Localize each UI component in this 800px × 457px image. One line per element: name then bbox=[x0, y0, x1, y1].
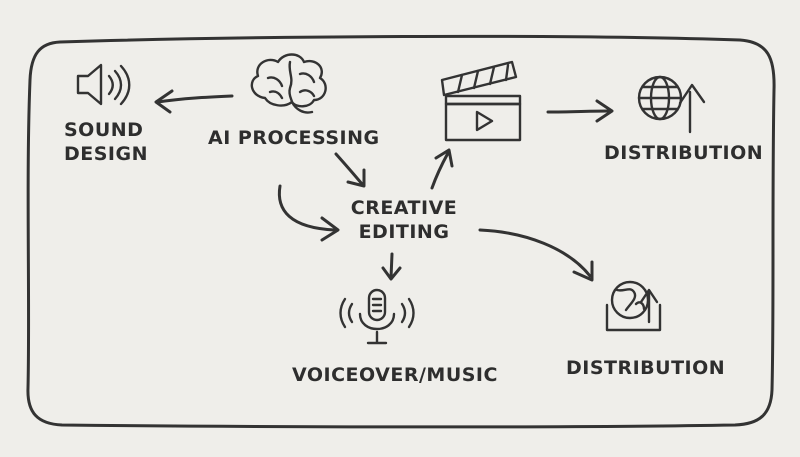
sound-design-line2: DESIGN bbox=[64, 143, 149, 165]
sound-design-label: SOUND DESIGN bbox=[64, 118, 148, 166]
creative-editing-line1: CREATIVE bbox=[350, 197, 458, 219]
distribution-bottom-label: DISTRIBUTION bbox=[566, 357, 726, 379]
globe-upload-icon bbox=[605, 280, 662, 332]
arrow-editing-to-voiceover bbox=[381, 252, 402, 281]
arrow-video-to-distribution bbox=[546, 99, 614, 123]
voiceover-music-label: VOICEOVER/MUSIC bbox=[292, 364, 498, 386]
arrow-ai-to-sound bbox=[154, 89, 234, 114]
arrow-curved-into-editing bbox=[277, 184, 340, 242]
creative-editing-label: CREATIVE EDITING bbox=[346, 196, 462, 244]
sound-design-line1: SOUND bbox=[64, 119, 144, 141]
distribution-top-label: DISTRIBUTION bbox=[604, 142, 764, 164]
frame-border bbox=[26, 34, 776, 429]
ai-processing-label: AI PROCESSING bbox=[208, 127, 380, 149]
globe-arrow-icon bbox=[637, 75, 706, 134]
brain-icon bbox=[250, 53, 327, 114]
speaker-icon bbox=[76, 63, 131, 106]
arrow-editing-to-distribution bbox=[478, 228, 594, 282]
arrow-ai-to-editing bbox=[334, 152, 366, 188]
creative-editing-line2: EDITING bbox=[358, 221, 450, 243]
arrow-editing-to-video bbox=[430, 148, 454, 190]
clapperboard-play-icon bbox=[440, 60, 522, 142]
microphone-icon bbox=[339, 288, 415, 345]
